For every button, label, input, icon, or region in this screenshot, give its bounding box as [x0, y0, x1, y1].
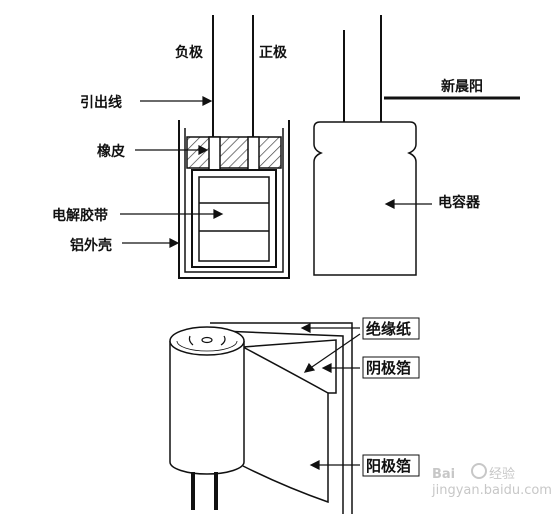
insulating-paper-strip — [210, 322, 353, 514]
aluminum-shell-label: 铝外壳 — [70, 237, 112, 254]
aluminum-shell-outer — [178, 120, 290, 279]
aluminum-shell-inner — [184, 128, 284, 273]
rubber-label: 橡皮 — [97, 143, 125, 160]
winding-top — [169, 326, 245, 356]
winding-cylinder — [169, 341, 245, 475]
electrolyte-tape-label: 电解胶带 — [52, 207, 108, 224]
capacitor-arrow — [384, 199, 432, 209]
cathode-foil-strip — [221, 330, 344, 514]
negative-tab — [208, 136, 221, 171]
winding-diagram — [169, 322, 353, 514]
watermark-logo-suffix: 经验 — [489, 466, 515, 482]
top-arrows — [120, 96, 224, 248]
watermark-url: jingyan.baidu.com — [431, 483, 552, 498]
cathode-foil-label-box — [362, 356, 420, 379]
capacitor-label: 电容器 — [438, 194, 481, 211]
anode-foil-fold — [242, 339, 337, 394]
winding-core — [201, 336, 213, 344]
cross-section-diagram — [178, 15, 290, 279]
capacitor-body — [313, 121, 417, 276]
brand-label: 新晨阳 — [441, 78, 483, 95]
positive-tab — [247, 136, 260, 171]
capacitor-outline — [313, 15, 417, 276]
bottom-arrows — [300, 323, 361, 470]
anode-foil-label: 阳极箔 — [366, 457, 411, 475]
watermark-logo-text: Bai — [432, 467, 455, 482]
negative-lead-label: 负极 — [175, 44, 204, 61]
anode-foil-strip — [242, 346, 329, 504]
insulating-paper-label-box — [362, 317, 420, 340]
positive-lead-label: 正极 — [259, 44, 288, 61]
watermark: Bai 经验 jingyan.baidu.com — [431, 463, 552, 498]
anode-foil-label-box — [362, 454, 420, 477]
element-inner — [198, 176, 270, 262]
cathode-foil-label: 阴极箔 — [366, 359, 411, 377]
paw-icon — [471, 463, 487, 479]
lead-wire-label: 引出线 — [80, 94, 122, 111]
insulating-paper-label: 绝缘纸 — [366, 320, 411, 338]
